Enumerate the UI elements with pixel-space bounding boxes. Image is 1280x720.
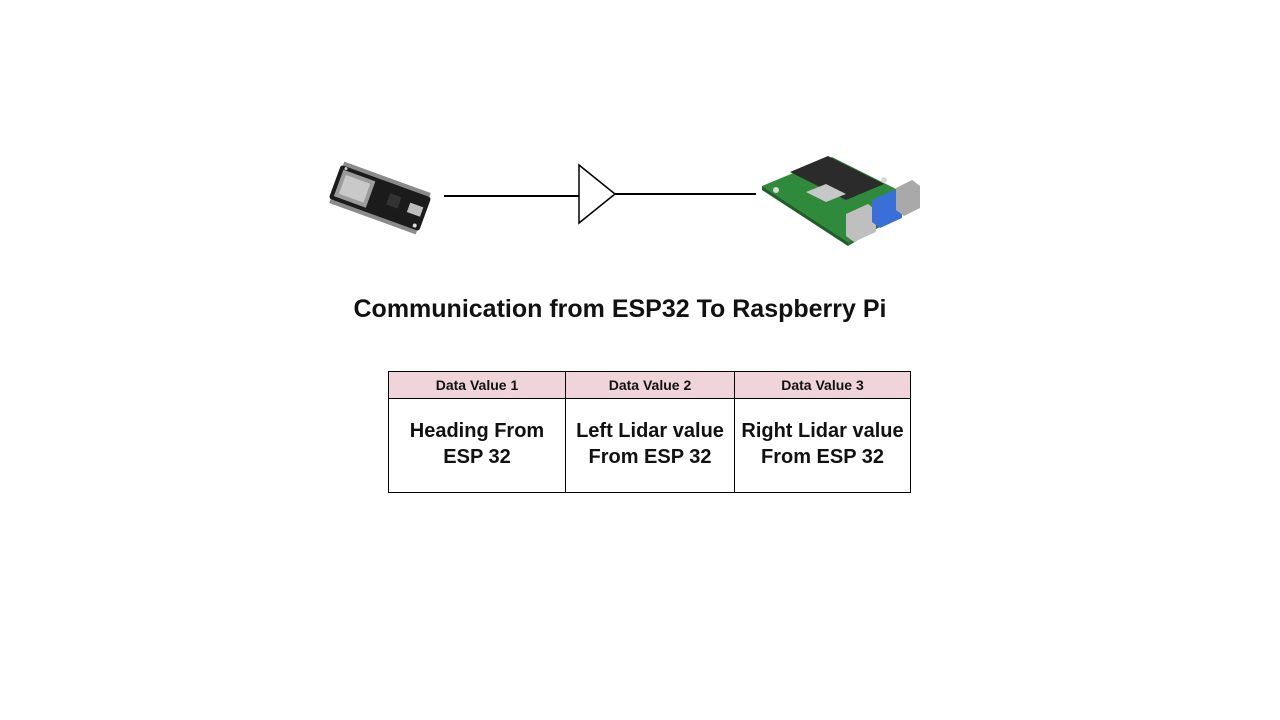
header-data-value-3: Data Value 3 <box>734 371 911 399</box>
buffer-triangle-icon <box>578 163 617 225</box>
data-values-table: Data Value 1 Data Value 2 Data Value 3 H… <box>388 371 911 493</box>
cell-heading-from-esp32: Heading From ESP 32 <box>388 398 566 493</box>
cell-text: Heading From ESP 32 <box>409 419 545 468</box>
table-row: Heading From ESP 32 Left Lidar value Fro… <box>388 398 911 493</box>
header-data-value-2: Data Value 2 <box>565 371 735 399</box>
header-data-value-1: Data Value 1 <box>388 371 566 399</box>
communication-diagram <box>329 156 920 246</box>
cell-left-lidar-value: Left Lidar value From ESP 32 <box>565 398 735 493</box>
esp32-board-icon <box>329 161 431 235</box>
diagram-title: Communication from ESP32 To Raspberry Pi <box>353 295 887 323</box>
cell-text: Right Lidar value From ESP 32 <box>741 419 904 468</box>
table-header-row: Data Value 1 Data Value 2 Data Value 3 <box>388 371 911 399</box>
raspberry-pi-board-icon <box>762 156 920 246</box>
cell-text: Left Lidar value From ESP 32 <box>576 419 724 468</box>
cell-right-lidar-value: Right Lidar value From ESP 32 <box>734 398 911 493</box>
